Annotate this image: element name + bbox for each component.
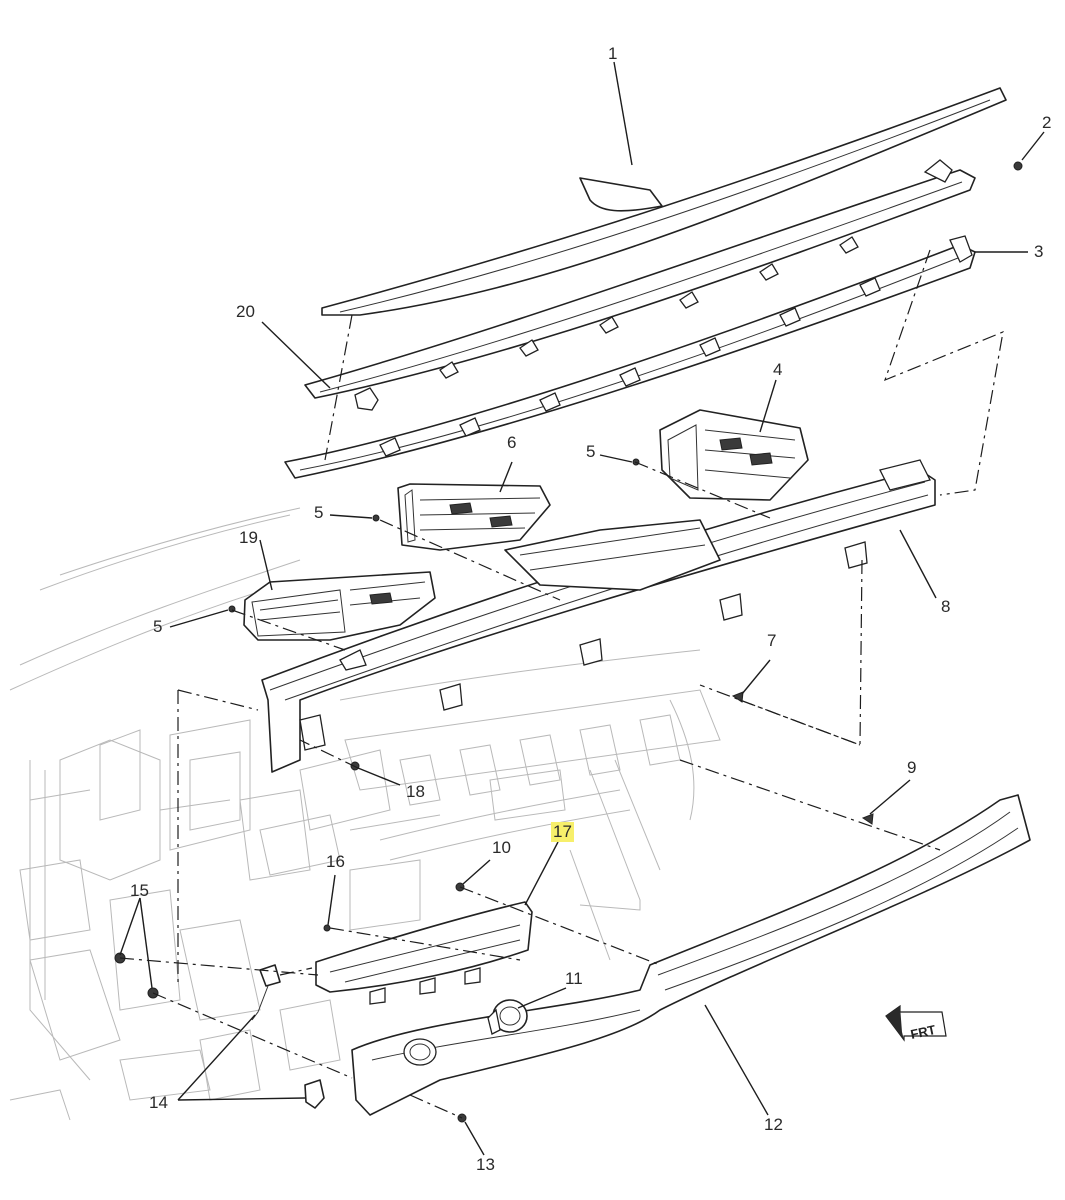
callout-10: 10 <box>492 838 511 857</box>
callout-13: 13 <box>476 1155 495 1174</box>
fastener-7 <box>731 691 744 703</box>
callout-9: 9 <box>907 758 917 777</box>
callout-2: 2 <box>1042 113 1052 132</box>
callout-12: 12 <box>764 1115 783 1134</box>
part-17-storage-compartment <box>315 901 533 1005</box>
front-indicator-label: FRT <box>909 1022 937 1042</box>
callout-5-upper: 5 <box>586 442 596 461</box>
leader-lines <box>119 61 1045 1156</box>
part-12-lower-trim-panel <box>351 794 1031 1116</box>
fastener-16 <box>323 924 331 932</box>
part-8-panel-carrier <box>261 459 936 773</box>
callout-17-highlighted: 17 <box>551 822 574 842</box>
part-19-air-vent-left <box>243 571 436 641</box>
fastener-9 <box>861 813 874 825</box>
callout-5-left: 5 <box>153 617 163 636</box>
callout-4: 4 <box>773 360 783 379</box>
callout-5-center: 5 <box>314 503 324 522</box>
callout-6: 6 <box>507 433 517 452</box>
part-3-lower-trim-rail <box>284 235 976 479</box>
part-20-mounting-rail <box>304 159 976 411</box>
part-11-control-knob <box>487 999 528 1035</box>
assembly-guide-lines <box>119 249 1004 1119</box>
callout-7: 7 <box>767 631 777 650</box>
callout-14: 14 <box>149 1093 168 1112</box>
callout-20: 20 <box>236 302 255 321</box>
fastener-5-center <box>372 514 380 522</box>
callout-1: 1 <box>608 44 618 63</box>
callout-16: 16 <box>326 852 345 871</box>
callout-11: 11 <box>565 969 583 988</box>
arrow-front-icon: FRT <box>885 1004 947 1042</box>
callout-8: 8 <box>941 597 951 616</box>
part-1-upper-trim-strip <box>321 87 1007 316</box>
callout-3: 3 <box>1034 242 1044 261</box>
part-14-harness-clip <box>251 964 325 1109</box>
part-6-air-vent-center <box>397 483 551 551</box>
part-4-air-vent-right <box>659 409 809 501</box>
callout-18: 18 <box>406 782 425 801</box>
callout-15: 15 <box>130 881 149 900</box>
fastener-2 <box>1013 161 1023 171</box>
instrument-panel-phantom <box>9 507 721 1121</box>
callout-19: 19 <box>239 528 258 547</box>
